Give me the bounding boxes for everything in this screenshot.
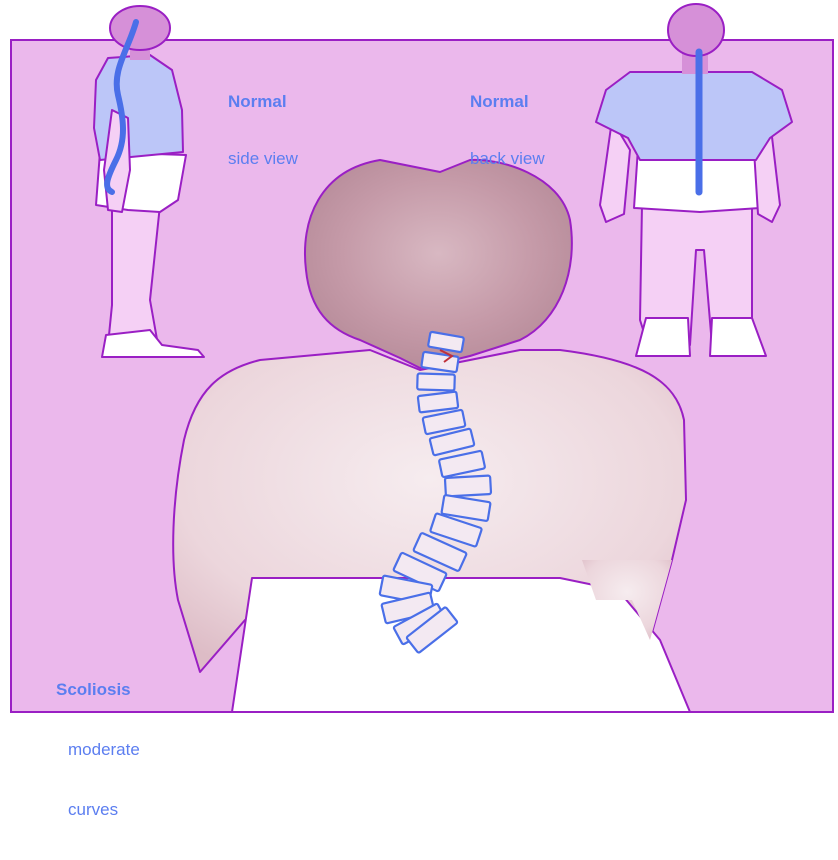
- side-view-subtitle: side view: [228, 149, 298, 168]
- vertebra: [417, 373, 455, 390]
- back-view-title: Normal: [470, 92, 545, 111]
- back-view-subtitle: back view: [470, 149, 545, 168]
- side-view-title: Normal: [228, 92, 298, 111]
- scoliosis-title: Scoliosis: [56, 680, 140, 700]
- vertebra: [445, 476, 491, 497]
- label-normal-back-view: Normal back view: [470, 54, 545, 206]
- illustration: Normal side view Normal back view Scolio…: [0, 0, 838, 715]
- scoliosis-line-2: moderate: [56, 740, 140, 760]
- scoliosis-illustration: [0, 0, 838, 715]
- label-scoliosis: Scoliosis moderate curves: [56, 640, 140, 860]
- label-normal-side-view: Normal side view: [228, 54, 298, 206]
- scoliosis-line-3: curves: [56, 800, 140, 820]
- vertebra: [418, 392, 458, 413]
